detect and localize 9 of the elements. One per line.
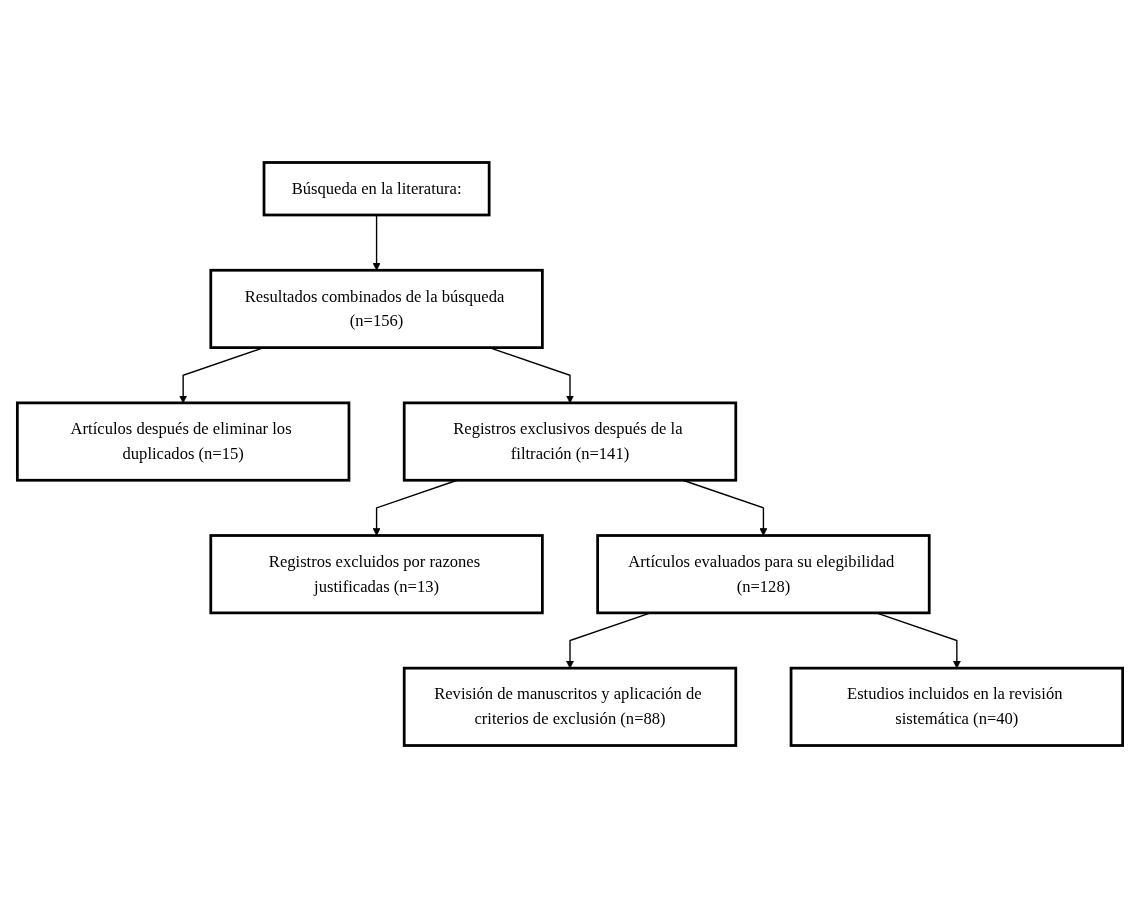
node-box: Artículos evaluados para su elegibilidad (n=128) [596, 534, 931, 615]
node-box: Artículos después de eliminar los duplicados (n=15) [16, 401, 351, 482]
node-box: Búsqueda en la literatura: [262, 161, 491, 217]
node-box: Revisión de manuscritos y aplicación de criterios de exclusión (n=88) [402, 666, 738, 747]
node-box: Resultados combinados de la búsqueda (n=156) [209, 268, 544, 349]
arrow [372, 214, 381, 271]
node-box: Registros excluidos por razones justificadas (n=13) [209, 534, 544, 615]
node-box: Estudios incluidos en la revisión sistemática (n=40) [789, 666, 1124, 747]
node-box: Registros exclusivos después de la filtración (n=141) [402, 401, 738, 482]
